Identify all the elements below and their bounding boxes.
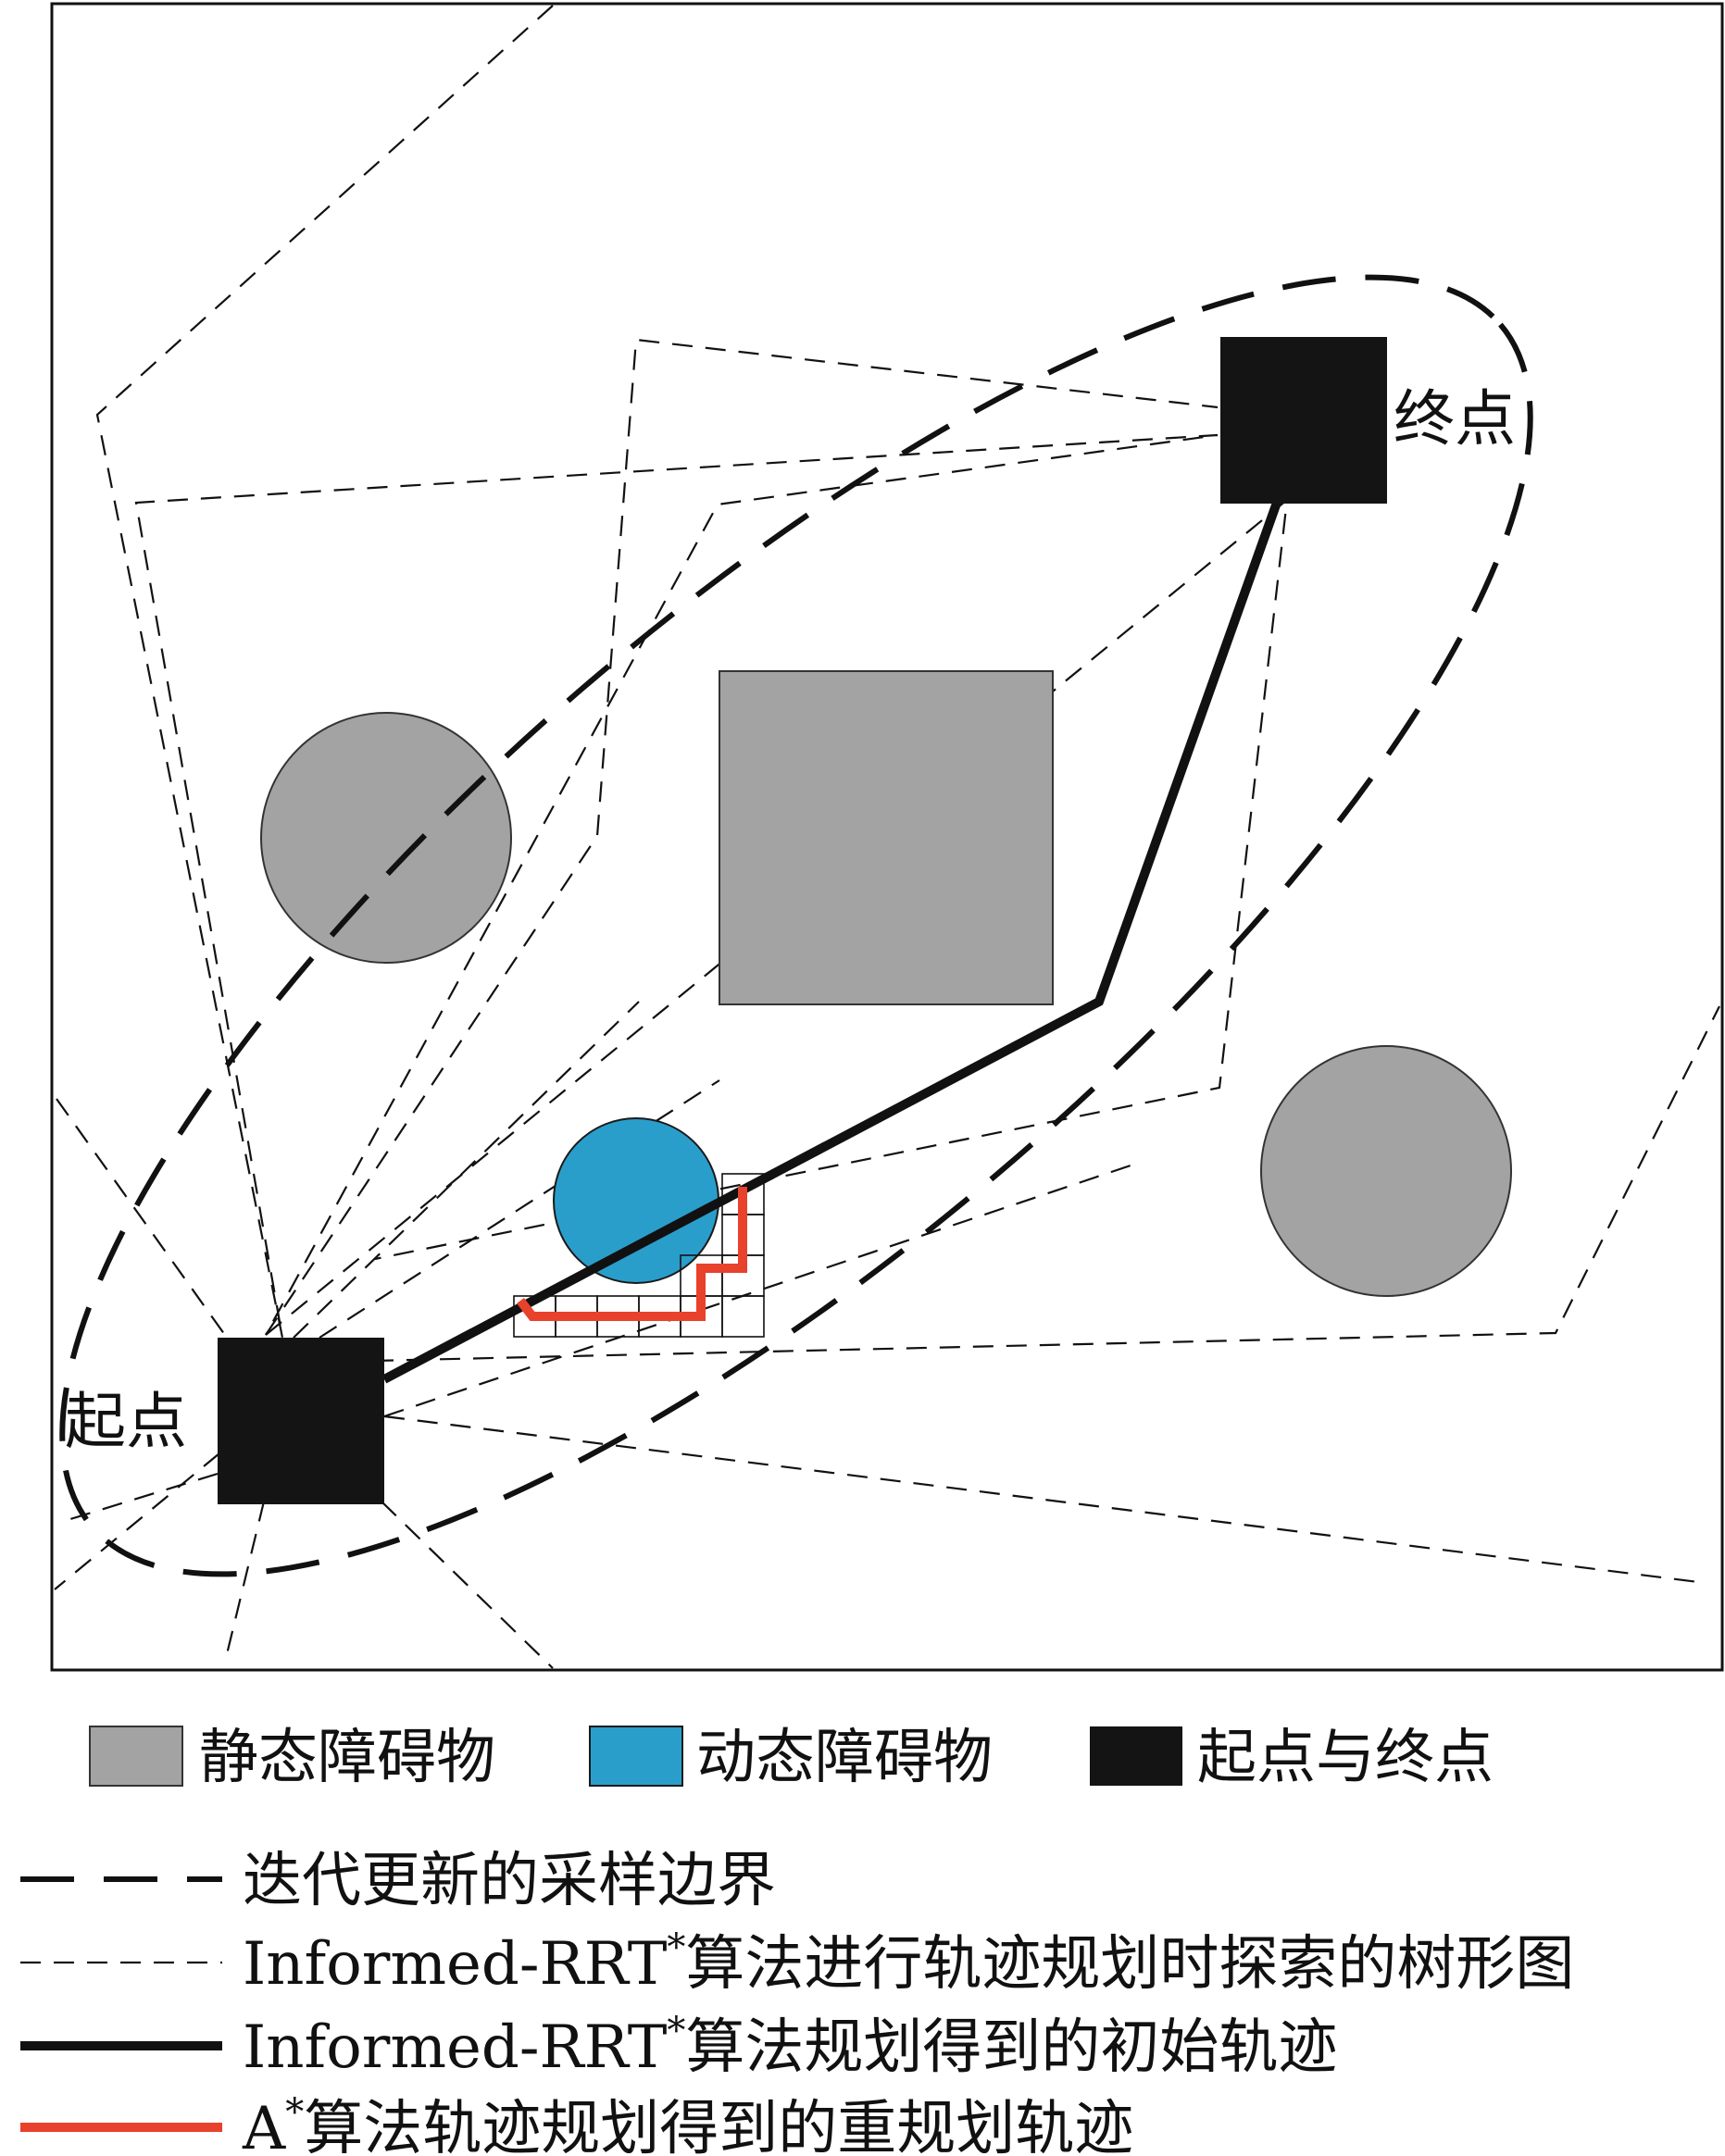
static-obstacle-right	[1260, 1045, 1512, 1297]
legend-swatch-start-goal	[1090, 1726, 1182, 1786]
tree-branch	[381, 1501, 554, 1669]
legend-initial-label: Informed-RRT*算法规划得到的初始轨迹	[243, 2010, 1337, 2082]
tree-branch	[372, 1005, 1720, 1363]
legend-tree-label: Informed-RRT*算法进行轨迹规划时探索的树形图	[243, 1926, 1574, 1999]
tree-branch	[265, 497, 1289, 1336]
legend-swatch-dynamic	[589, 1726, 683, 1787]
map-frame	[50, 2, 1724, 1672]
tree-branch	[383, 1414, 1706, 1585]
tree-branch	[293, 1001, 640, 1339]
goal-point	[1220, 337, 1387, 504]
tree-branch	[383, 1162, 1137, 1418]
legend-replan-label: A*算法轨迹规划得到的重规划轨迹	[242, 2091, 1133, 2156]
static-obstacle-left	[260, 712, 512, 964]
tree-branch	[319, 1079, 720, 1339]
legend-boundary-label: 迭代更新的采样边界	[243, 1847, 776, 1915]
tree-branch	[95, 5, 1219, 1339]
start-label: 起点	[65, 1386, 187, 1457]
tree-branch	[56, 1098, 228, 1339]
legend-swatch-static	[89, 1726, 183, 1787]
tree-branch	[225, 1501, 266, 1655]
dynamic-obstacle	[553, 1117, 719, 1284]
start-point	[218, 1338, 384, 1504]
legend-static-label: 静态障碍物	[199, 1724, 495, 1792]
replanned-trajectory	[517, 1187, 747, 1321]
sampling-boundary	[59, 274, 1533, 1577]
legend-dynamic-label: 动态障碍物	[696, 1724, 993, 1792]
goal-label: 终点	[1394, 383, 1516, 455]
initial-trajectory	[381, 498, 1282, 1384]
legend-start-goal-label: 起点与终点	[1197, 1724, 1494, 1792]
static-obstacle-center	[719, 670, 1054, 1005]
tree-branch	[265, 338, 1219, 1336]
tree-branch	[54, 1452, 220, 1590]
exploration-tree	[54, 5, 1720, 1669]
